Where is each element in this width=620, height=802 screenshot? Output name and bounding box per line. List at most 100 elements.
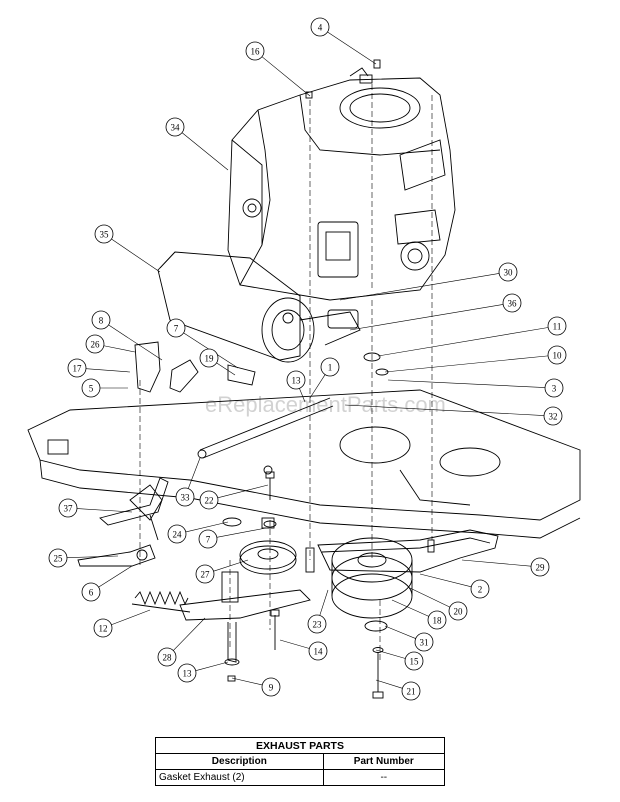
- callout-leader: [384, 355, 549, 373]
- callout-bubble: [48, 548, 68, 568]
- callout-leader: [173, 617, 206, 651]
- callout-leader: [231, 677, 263, 686]
- callout-leader: [375, 679, 403, 689]
- callout-bubble: [404, 651, 424, 671]
- callout-bubble: [547, 316, 567, 336]
- row-part-number: --: [322, 769, 446, 786]
- callout-leader: [319, 589, 329, 616]
- row-description: Gasket Exhaust (2): [155, 769, 324, 786]
- callout-number: 23: [313, 620, 323, 630]
- table-row: Gasket Exhaust (2) --: [155, 769, 446, 786]
- callout-7: 7: [198, 529, 218, 549]
- callout-bubble: [320, 357, 340, 377]
- idler-spring: [131, 590, 191, 613]
- callout-number: 16: [251, 47, 261, 57]
- callout-26: 26: [85, 334, 105, 354]
- callout-bubble: [198, 529, 218, 549]
- callout-leader: [187, 457, 201, 489]
- callout-leader: [216, 527, 267, 538]
- callout-bubble: [530, 557, 550, 577]
- callout-13: 13: [177, 663, 197, 683]
- callout-number: 31: [420, 638, 429, 648]
- callout-21: 21: [401, 681, 421, 701]
- callout-number: 27: [201, 570, 211, 580]
- callout-24: 24: [167, 524, 187, 544]
- control-levers: [77, 477, 169, 567]
- callout-leader: [261, 56, 311, 97]
- callout-number: 37: [64, 504, 74, 514]
- callout-number: 32: [549, 412, 558, 422]
- callout-28: 28: [157, 647, 177, 667]
- callout-leader: [344, 404, 545, 416]
- callout-5: 5: [81, 378, 101, 398]
- callout-leader: [299, 388, 306, 403]
- callout-leader: [387, 379, 546, 388]
- callout-bubble: [498, 262, 518, 282]
- callout-bubble: [93, 618, 113, 638]
- callout-bubble: [81, 378, 101, 398]
- callout-8: 8: [91, 310, 111, 330]
- callout-leader: [195, 661, 229, 671]
- callout-number: 28: [163, 653, 173, 663]
- callout-27: 27: [195, 564, 215, 584]
- callout-bubble: [308, 641, 328, 661]
- callout-bubble: [58, 498, 78, 518]
- callout-leader: [461, 559, 532, 567]
- callout-bubble: [448, 601, 468, 621]
- callout-number: 11: [553, 322, 562, 332]
- watermark-text: eReplacementParts.com: [205, 392, 446, 417]
- callout-bubble: [81, 582, 101, 602]
- callout-leader: [217, 484, 269, 499]
- callout-number: 7: [206, 535, 211, 545]
- callout-bubble: [177, 663, 197, 683]
- drive-pulley: [331, 537, 413, 619]
- callout-25: 25: [48, 548, 68, 568]
- callout-number: 18: [433, 616, 443, 626]
- table-title: EXHAUST PARTS: [155, 737, 445, 754]
- callout-bubble: [261, 677, 281, 697]
- column-header-part-number: Part Number: [322, 753, 446, 770]
- callout-number: 3: [552, 384, 557, 394]
- callout-9: 9: [261, 677, 281, 697]
- callout-19: 19: [199, 348, 219, 368]
- callout-bubble: [245, 41, 265, 61]
- callout-leader: [377, 327, 549, 357]
- callout-leader: [181, 132, 229, 171]
- callout-number: 21: [407, 687, 416, 697]
- callout-number: 12: [99, 624, 108, 634]
- callout-29: 29: [530, 557, 550, 577]
- callout-7: 7: [166, 318, 186, 338]
- alignment-lines: [139, 84, 433, 660]
- callout-leader: [279, 639, 310, 649]
- callout-leader: [103, 345, 136, 353]
- callout-number: 9: [269, 683, 274, 693]
- callout-3: 3: [544, 378, 564, 398]
- callout-leader: [85, 368, 131, 373]
- callout-bubble: [167, 524, 187, 544]
- callout-2: 2: [470, 579, 490, 599]
- callout-bubble: [544, 378, 564, 398]
- callout-bubble: [166, 318, 186, 338]
- callout-number: 20: [454, 607, 464, 617]
- callout-number: 35: [100, 230, 110, 240]
- idler-arm: [179, 571, 311, 666]
- callout-leader: [391, 599, 429, 617]
- callout-number: 5: [89, 384, 94, 394]
- callout-leader: [185, 521, 229, 533]
- callout-13: 13: [286, 370, 306, 390]
- callout-22: 22: [199, 490, 219, 510]
- callout-number: 34: [171, 123, 181, 133]
- callout-bubble: [286, 370, 306, 390]
- callout-number: 13: [183, 669, 193, 679]
- callout-number: 25: [54, 554, 64, 564]
- callout-number: 19: [205, 354, 215, 364]
- callout-bubble: [165, 117, 185, 137]
- callout-number: 36: [508, 299, 518, 309]
- callout-bubble: [85, 334, 105, 354]
- callout-number: 6: [89, 588, 94, 598]
- callout-bubble: [547, 345, 567, 365]
- callout-bubble: [175, 487, 195, 507]
- callout-bubble: [307, 614, 327, 634]
- callout-11: 11: [547, 316, 567, 336]
